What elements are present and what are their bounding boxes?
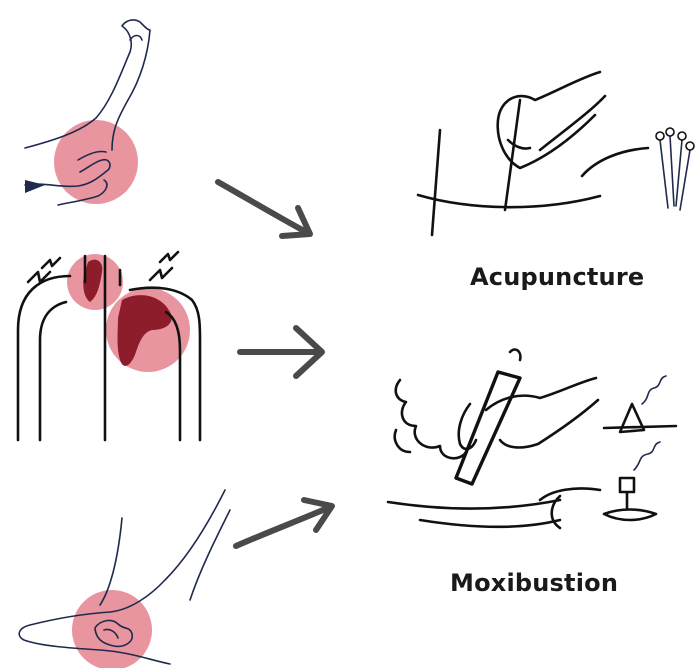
moxibustion-illustration bbox=[388, 350, 676, 528]
elbow-sleeve bbox=[25, 180, 45, 193]
shoulder-pain-illustration bbox=[18, 252, 200, 440]
acupuncture-illustration bbox=[418, 72, 694, 235]
arrow-shoulder-to-treatment bbox=[240, 328, 322, 376]
arrow-to-moxibustion bbox=[236, 500, 332, 546]
acupuncture-pointer-curve bbox=[582, 148, 648, 176]
moxibustion-label: Moxibustion bbox=[450, 569, 618, 597]
acupuncture-label: Acupuncture bbox=[470, 263, 644, 291]
moxibustion-pointer-curve bbox=[540, 488, 600, 500]
moxibustion-skin-lines bbox=[388, 496, 560, 528]
moxa-cone-icon bbox=[604, 376, 676, 432]
heel-pain-illustration bbox=[19, 490, 230, 668]
arrow-to-acupuncture bbox=[218, 182, 310, 236]
moxa-box-icon bbox=[604, 442, 660, 520]
acupuncture-skin-lines bbox=[418, 100, 600, 235]
pain-spark-right bbox=[150, 252, 178, 280]
moxa-stick-icon bbox=[456, 372, 520, 484]
moxibustion-smoke bbox=[395, 380, 466, 458]
acupuncture-needles-icon bbox=[656, 128, 694, 210]
moxibustion-hand bbox=[459, 350, 598, 449]
elbow-pain-illustration bbox=[25, 20, 150, 205]
